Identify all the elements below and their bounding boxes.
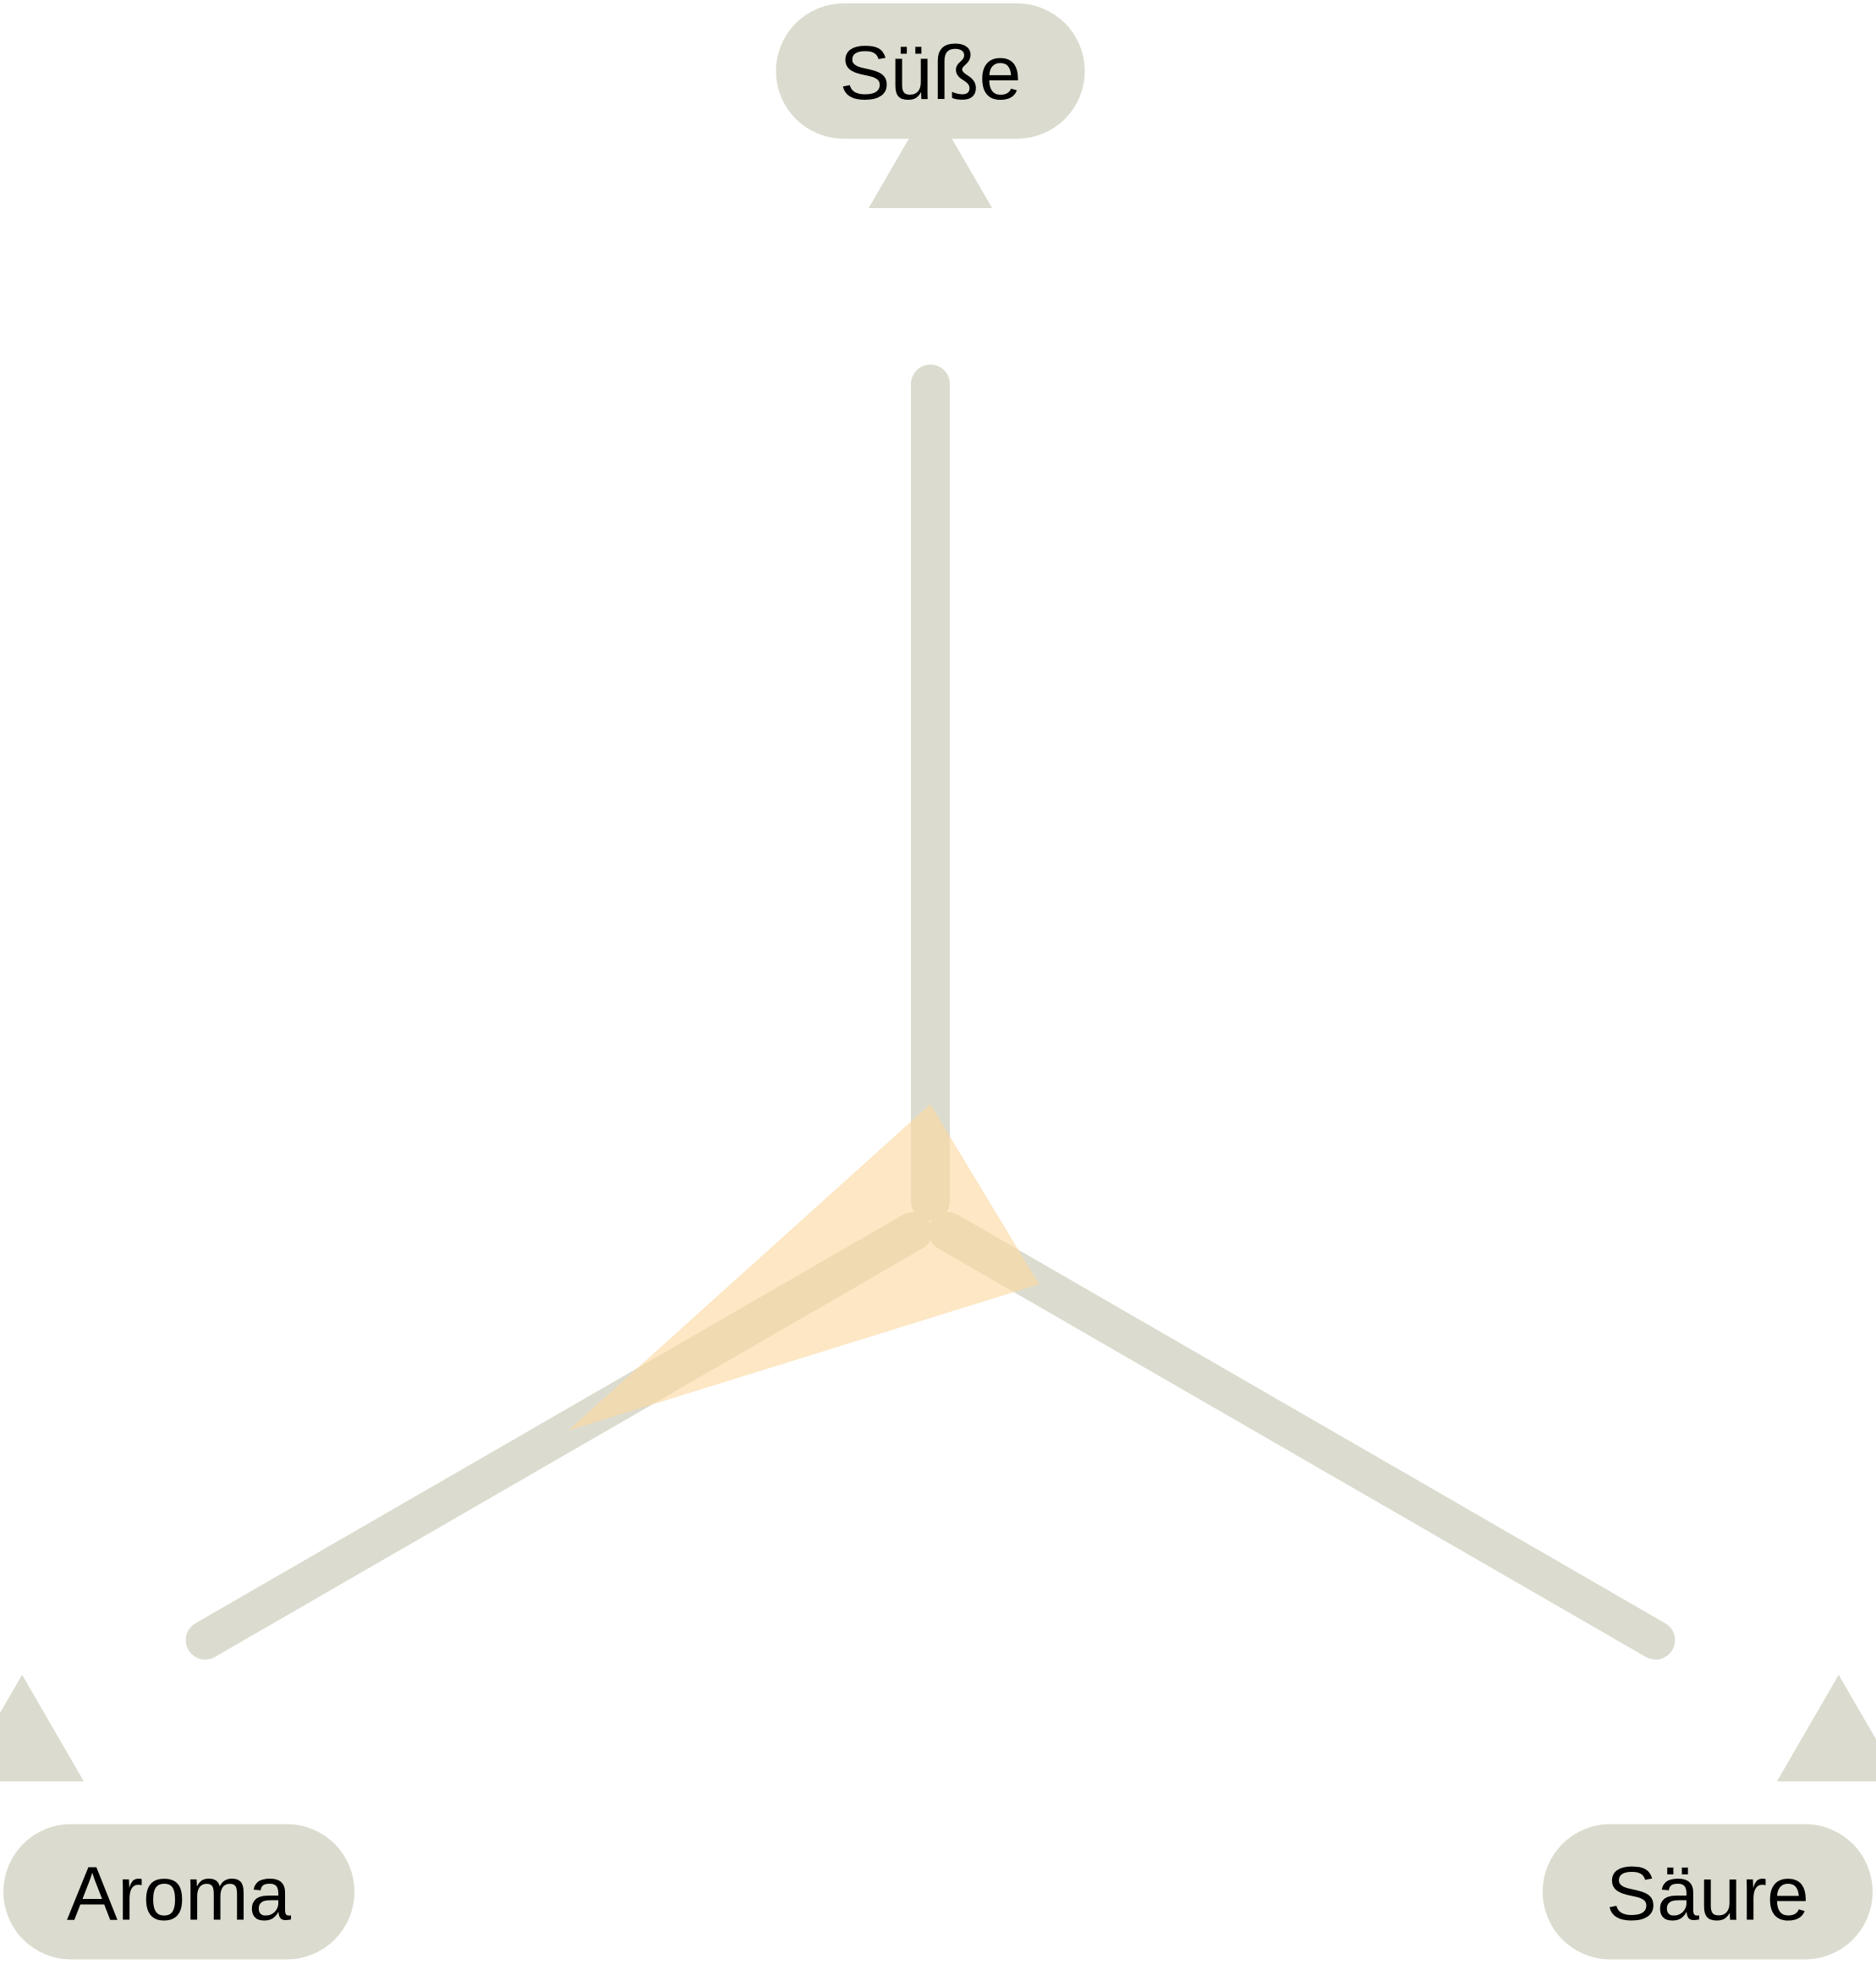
radar-axes [185, 365, 1676, 1660]
axis-arrowheads [0, 102, 1876, 1781]
data-polygon [568, 1104, 1039, 1431]
axis-label-suesse: Süße [776, 3, 1085, 139]
arrowhead-saeure [1776, 1675, 1876, 1781]
axis-label-aroma: Aroma [3, 1824, 355, 1960]
radar-data [568, 1104, 1039, 1431]
axis-label-text: Aroma [67, 1852, 292, 1937]
axis-label-text: Süße [839, 31, 1021, 116]
arrowhead-aroma [0, 1675, 85, 1781]
axis-line-saeure [928, 1212, 1676, 1660]
axis-label-text: Säure [1606, 1852, 1809, 1937]
axis-label-background [776, 3, 1085, 139]
axis-label-background [3, 1824, 355, 1960]
arrowhead-suesse [869, 102, 992, 208]
axis-label-saeure: Säure [1542, 1824, 1873, 1960]
axis-label-background [1542, 1824, 1873, 1960]
